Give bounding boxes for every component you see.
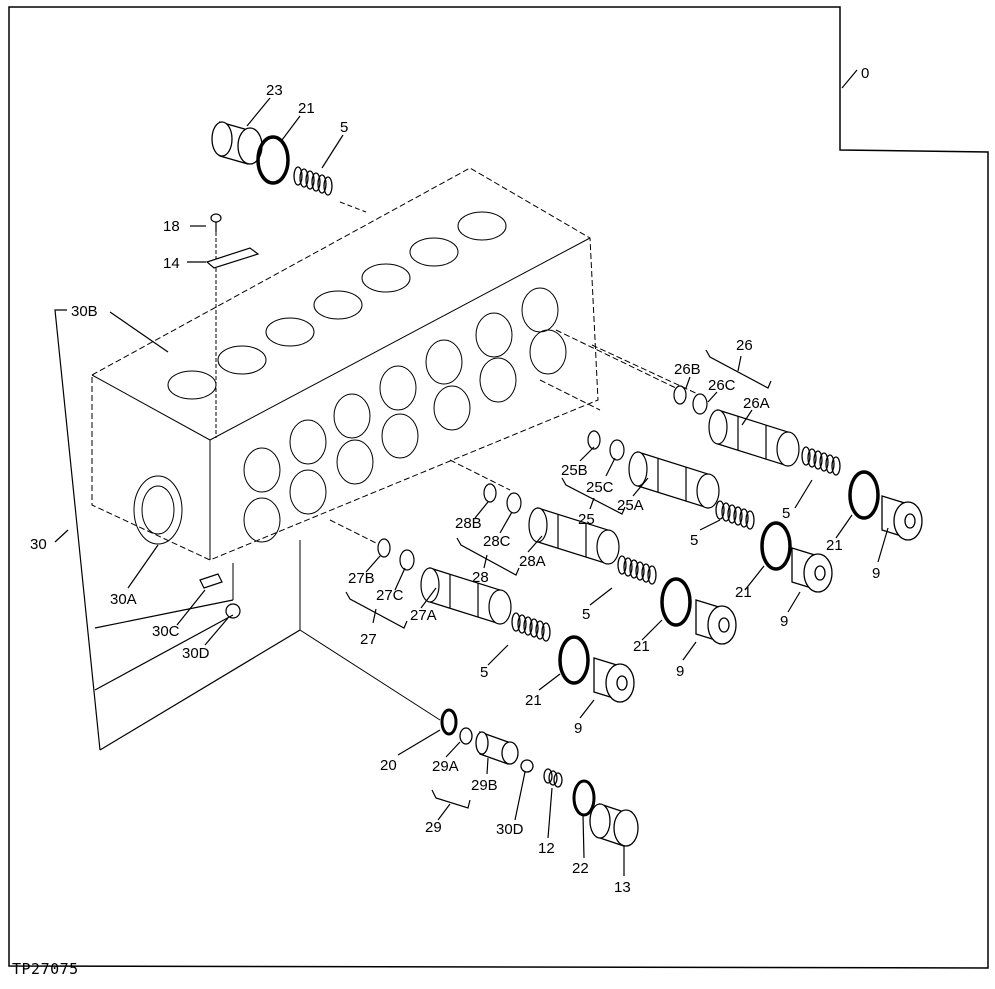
callout-20: 20 xyxy=(380,757,397,774)
callout-26C: 26C xyxy=(708,377,736,394)
o-ring-21-top xyxy=(256,135,290,185)
callout-26: 26 xyxy=(736,337,753,354)
figure-id: TP27075 xyxy=(12,960,79,978)
spool-26 xyxy=(673,385,923,541)
callout-5-row2: 5 xyxy=(690,532,698,549)
spool-27 xyxy=(377,538,635,703)
callout-29A: 29A xyxy=(432,758,459,775)
callout-30D-top: 30D xyxy=(182,645,210,662)
callout-18: 18 xyxy=(163,218,180,235)
spool-25 xyxy=(587,430,833,593)
leader-lines xyxy=(215,201,701,721)
callout-30B: 30B xyxy=(71,303,98,320)
valve-block xyxy=(91,167,599,561)
plate-14 xyxy=(205,247,260,269)
callout-28C: 28C xyxy=(483,533,511,550)
callout-27: 27 xyxy=(360,631,377,648)
callout-5-top: 5 xyxy=(340,119,348,136)
callout-5-row4: 5 xyxy=(480,664,488,681)
frame-border xyxy=(8,6,989,969)
callout-27C: 27C xyxy=(376,587,404,604)
callout-21-row1: 21 xyxy=(826,537,843,554)
spring-5-top xyxy=(293,166,333,196)
callout-30C: 30C xyxy=(152,623,180,640)
top-ports xyxy=(167,211,507,400)
callout-27A: 27A xyxy=(410,607,437,624)
callout-21-row4: 21 xyxy=(525,692,542,709)
callout-25C: 25C xyxy=(586,479,614,496)
pin-18 xyxy=(210,213,222,232)
callout-25A: 25A xyxy=(617,497,644,514)
callout-30A: 30A xyxy=(110,591,137,608)
callout-26A: 26A xyxy=(743,395,770,412)
spool-28 xyxy=(483,483,737,645)
callout-labels: 0 23 21 5 18 14 30B 30 30A 30C 30D 26 26… xyxy=(30,65,880,896)
callout-26B: 26B xyxy=(674,361,701,378)
ball-30D-top xyxy=(225,603,241,619)
callout-22: 22 xyxy=(572,860,589,877)
callout-13: 13 xyxy=(614,879,631,896)
callout-14: 14 xyxy=(163,255,180,272)
callout-5-row1: 5 xyxy=(782,505,790,522)
callout-5-row3: 5 xyxy=(582,606,590,623)
callout-30: 30 xyxy=(30,536,47,553)
callout-29B: 29B xyxy=(471,777,498,794)
callout-23: 23 xyxy=(266,82,283,99)
callout-30D-bottom: 30D xyxy=(496,821,524,838)
callout-28A: 28A xyxy=(519,553,546,570)
relief-valve-group xyxy=(440,708,639,847)
callout-9-row1: 9 xyxy=(872,565,880,582)
callout-0: 0 xyxy=(861,65,869,82)
callout-21-top: 21 xyxy=(298,100,315,117)
callout-28B: 28B xyxy=(455,515,482,532)
callout-leaders xyxy=(54,69,889,876)
top-cap-23 xyxy=(211,121,263,165)
callout-9-row4: 9 xyxy=(574,720,582,737)
side-ports xyxy=(243,287,567,543)
callout-29: 29 xyxy=(425,819,442,836)
large-port-30A xyxy=(133,475,183,545)
callout-27B: 27B xyxy=(348,570,375,587)
callout-25: 25 xyxy=(578,511,595,528)
callout-9-row2: 9 xyxy=(780,613,788,630)
plug-30C xyxy=(199,573,223,589)
callout-21-row3: 21 xyxy=(633,638,650,655)
callout-28: 28 xyxy=(472,569,489,586)
callout-12: 12 xyxy=(538,840,555,857)
callout-9-row3: 9 xyxy=(676,663,684,680)
callout-21-row2: 21 xyxy=(735,584,752,601)
callout-25B: 25B xyxy=(561,462,588,479)
